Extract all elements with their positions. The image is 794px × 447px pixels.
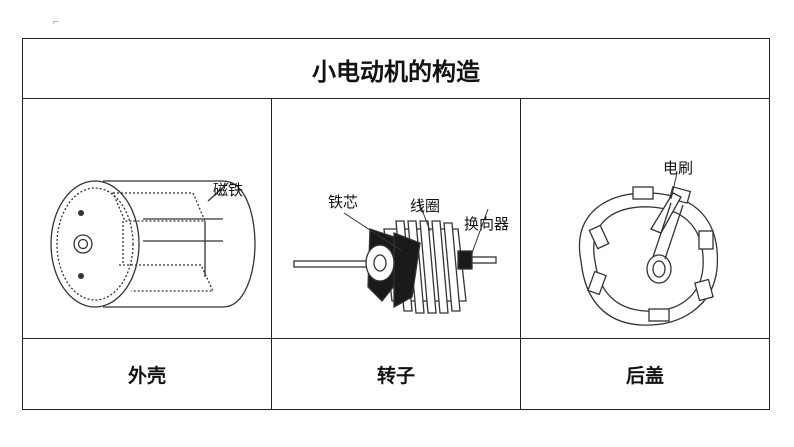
panel-back-cover: 电刷 — [521, 101, 769, 337]
diagram-title: 小电动机的构造 — [312, 57, 480, 86]
label-magnet: 磁铁 — [213, 181, 244, 199]
panel-rotor: 铁芯 线圈 换向器 — [272, 101, 520, 337]
divider-title — [23, 98, 769, 99]
label-commutator: 换向器 — [464, 215, 510, 233]
label-iron-core: 铁芯 — [328, 193, 359, 211]
label-brush: 电刷 — [663, 159, 694, 177]
divider-captions — [23, 338, 769, 339]
caption-rotor: 转子 — [376, 364, 415, 387]
caption-housing: 外壳 — [127, 364, 166, 387]
caption-back-cover: 后盖 — [625, 364, 664, 387]
panel-housing: 磁铁 — [23, 101, 271, 337]
divider-col-2 — [520, 99, 521, 409]
label-coil: 线圈 — [410, 197, 441, 215]
housing-illustration — [50, 180, 256, 308]
corner-mark: ⌐ — [52, 18, 60, 28]
rotor-illustration — [293, 198, 497, 314]
back-cover-illustration — [578, 172, 719, 326]
diagram-table: 小电动机的构造 — [22, 38, 770, 410]
divider-col-1 — [271, 99, 272, 409]
